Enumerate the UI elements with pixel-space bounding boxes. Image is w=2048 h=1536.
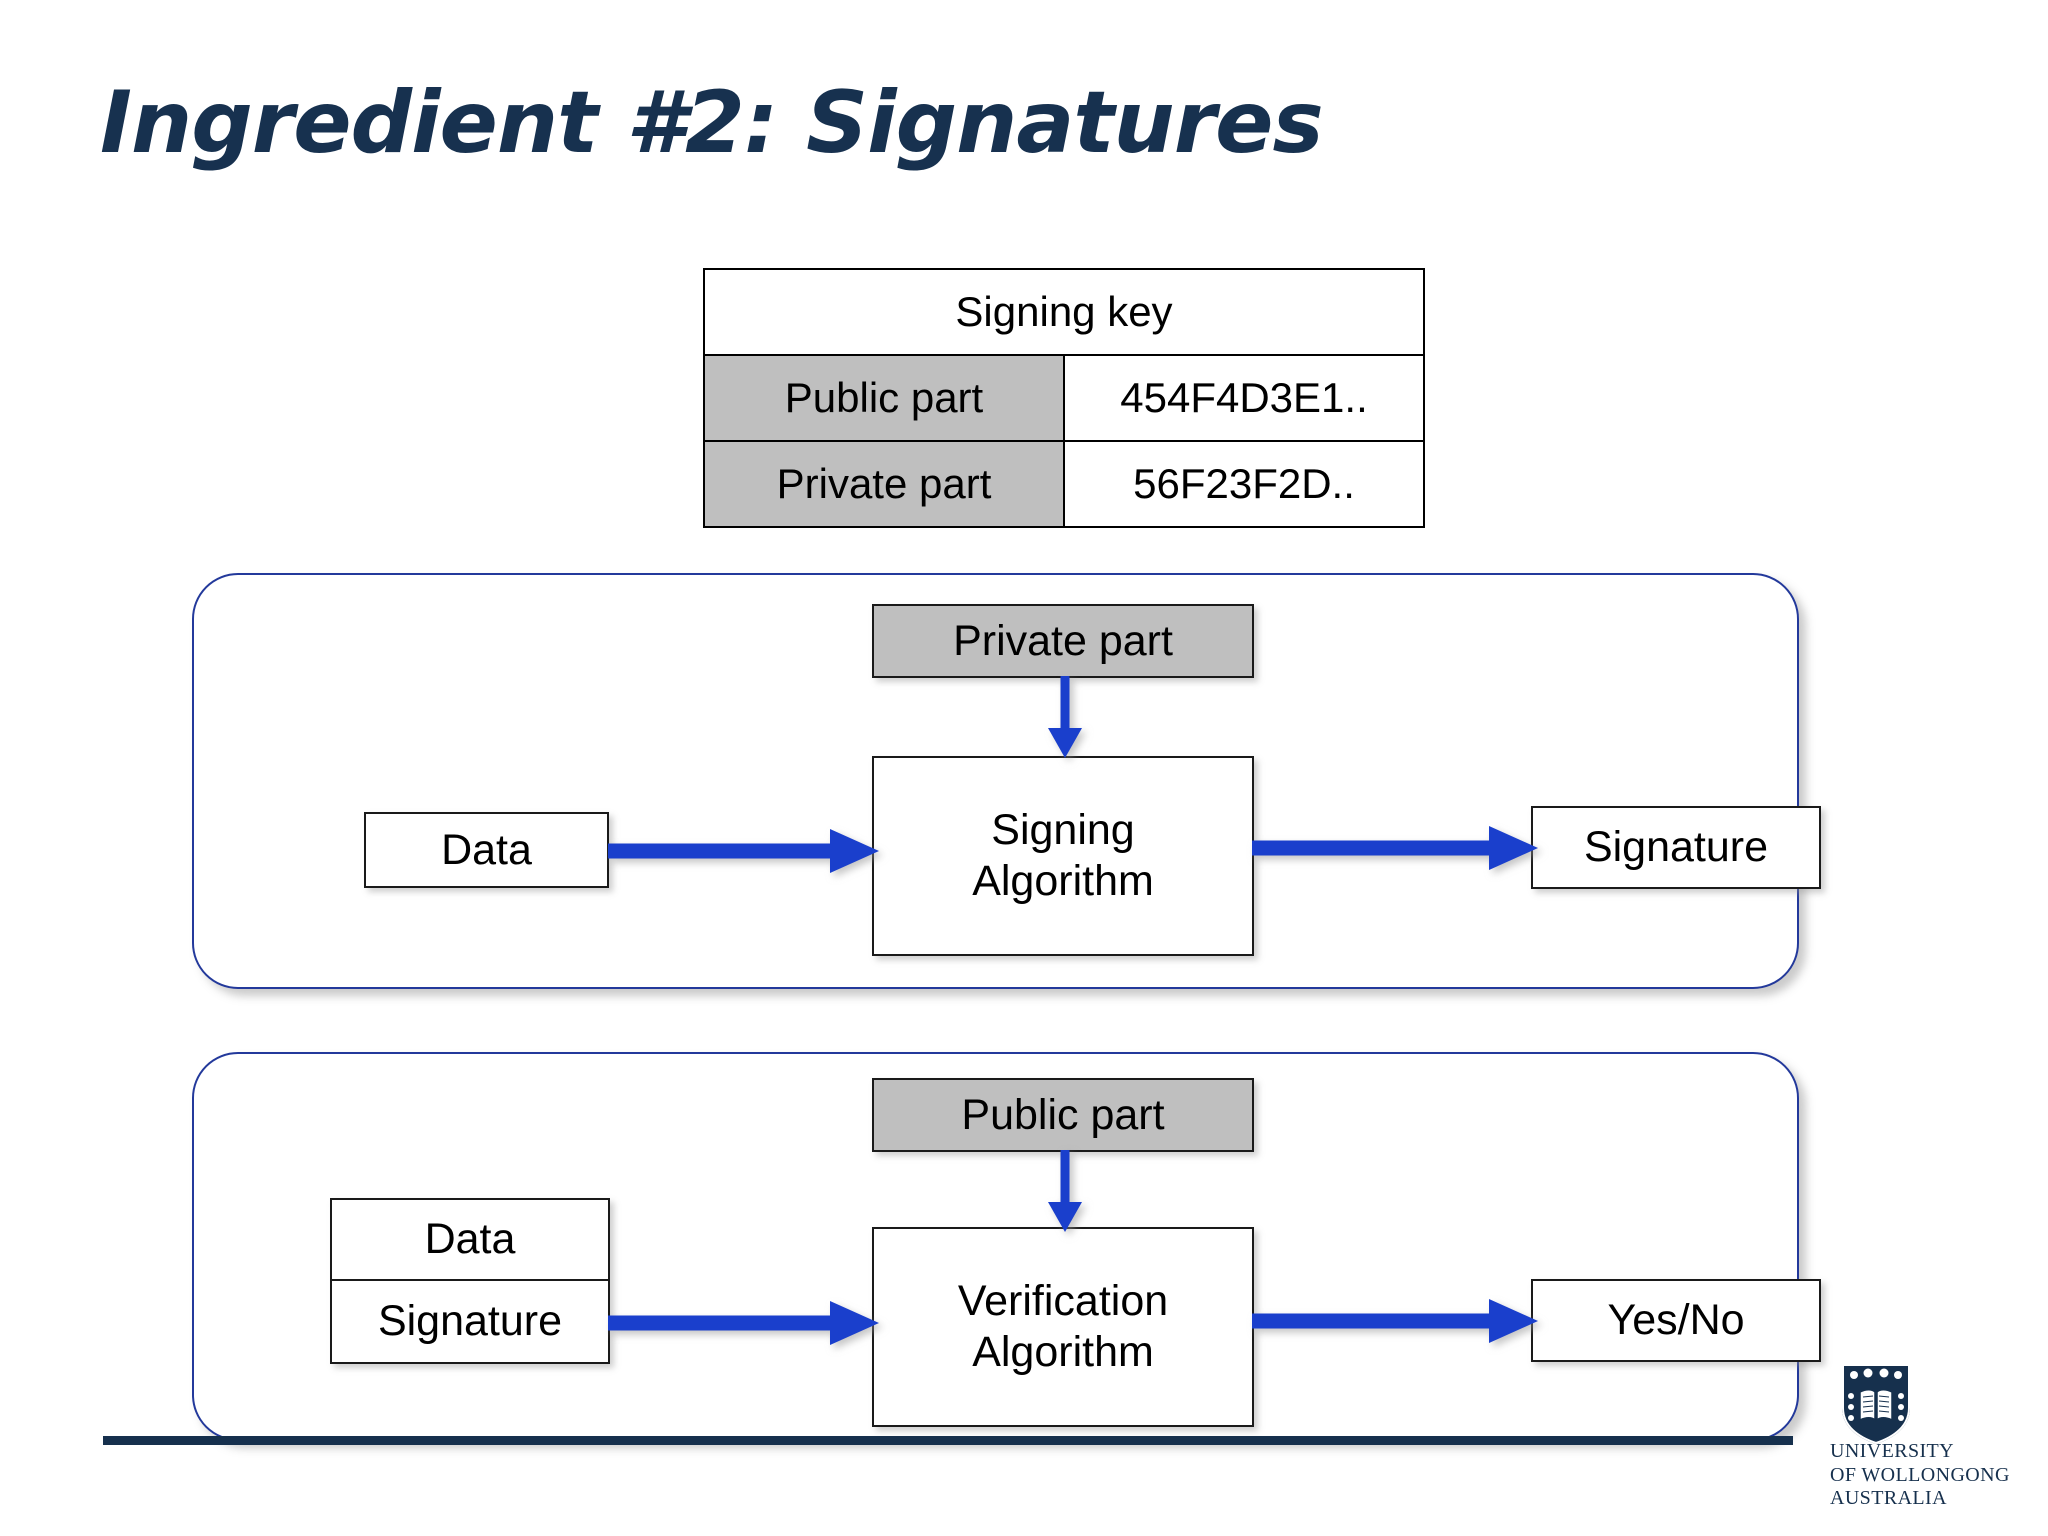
signing-algorithm-line2: Algorithm — [972, 857, 1154, 905]
arrow-signing-algorithm-to-signature — [1252, 826, 1538, 870]
verification-algorithm-line1: Verification — [957, 1277, 1169, 1326]
verification-data-input-box: Data — [330, 1198, 610, 1281]
footer-divider — [103, 1436, 1793, 1445]
signing-data-input-box: Data — [364, 812, 609, 888]
private-part-key-box: Private part — [872, 604, 1254, 678]
public-part-label-cell: Public part — [703, 354, 1065, 442]
verification-inputs-stack: Data Signature — [330, 1198, 610, 1364]
wordmark-line-2: OF WOLLONGONG — [1830, 1463, 2010, 1486]
arrow-public-part-to-verification-algorithm — [1048, 1150, 1082, 1232]
uow-shield-icon — [1842, 1364, 1910, 1445]
page-title: Ingredient #2: Signatures — [100, 73, 1324, 173]
signing-algorithm-box: Signing Algorithm — [872, 756, 1254, 956]
key-table-header-cell: Signing key — [703, 268, 1425, 356]
signing-algorithm-line1: Signing — [991, 806, 1135, 855]
public-part-key-box: Public part — [872, 1078, 1254, 1152]
public-part-value-cell: 454F4D3E1.. — [1063, 354, 1425, 442]
verification-output-box: Yes/No — [1531, 1279, 1821, 1362]
signature-output-box: Signature — [1531, 806, 1821, 889]
arrow-data-to-signing-algorithm — [608, 829, 879, 873]
private-part-label-cell: Private part — [703, 440, 1065, 528]
verification-algorithm-line2: Algorithm — [972, 1328, 1154, 1376]
verification-signature-input-box: Signature — [330, 1281, 610, 1364]
arrow-inputs-to-verification-algorithm — [608, 1301, 879, 1345]
wordmark-line-3: AUSTRALIA — [1830, 1487, 1947, 1510]
arrow-private-part-to-signing-algorithm — [1048, 676, 1082, 758]
table-row-header: Signing key — [703, 268, 1425, 356]
wordmark-line-1: UNIVERSITY — [1830, 1440, 1954, 1462]
university-wordmark: UNIVERSITY OF WOLLONGONG AUSTRALIA — [1830, 1440, 2010, 1511]
verification-algorithm-box: Verification Algorithm — [872, 1227, 1254, 1427]
table-row: Private part 56F23F2D.. — [703, 440, 1425, 528]
table-row: Public part 454F4D3E1.. — [703, 354, 1425, 442]
arrow-verification-algorithm-to-output — [1252, 1299, 1538, 1343]
private-part-value-cell: 56F23F2D.. — [1063, 440, 1425, 528]
university-logo: UNIVERSITY OF WOLLONGONG AUSTRALIA — [1830, 1362, 2030, 1522]
signing-key-table: Signing key Public part 454F4D3E1.. Priv… — [703, 268, 1425, 528]
